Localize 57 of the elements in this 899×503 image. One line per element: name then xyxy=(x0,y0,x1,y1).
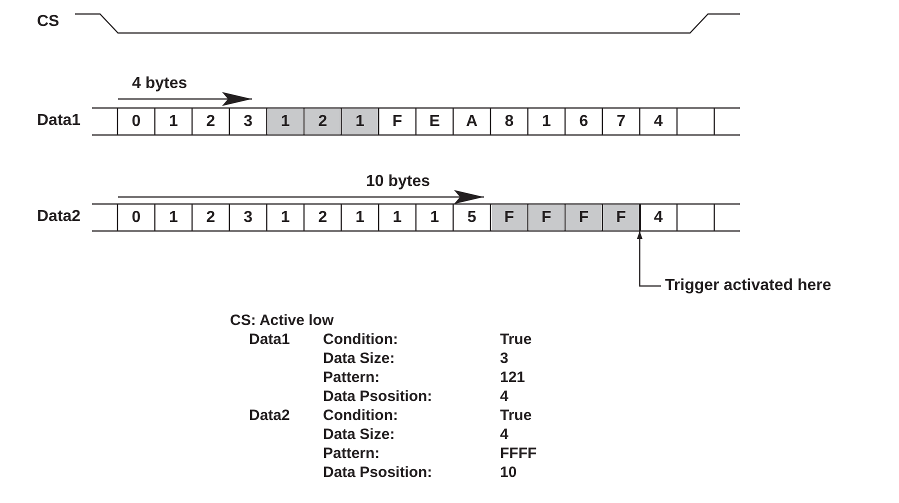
matched-byte-cell: F xyxy=(603,205,639,230)
byte-value: A xyxy=(465,112,479,132)
condition-text: Data1 xyxy=(249,332,290,347)
condition-text: Data2 xyxy=(249,408,290,423)
byte-value: 4 xyxy=(652,208,664,228)
condition-text: 121 xyxy=(500,370,526,385)
byte-value: 0 xyxy=(130,112,142,132)
condition-text: Data Size: xyxy=(323,351,395,366)
signal-name: Data1 xyxy=(37,113,81,129)
byte-value: 8 xyxy=(504,112,515,132)
matched-byte-cell: F xyxy=(566,205,602,230)
condition-text: Data Size: xyxy=(323,427,395,442)
byte-value: 2 xyxy=(205,208,216,228)
byte-value: 2 xyxy=(317,208,328,228)
condition-text: Condition: xyxy=(323,332,398,347)
byte-value: 1 xyxy=(168,112,179,132)
condition-text: 3 xyxy=(500,351,508,366)
matched-byte-cell: 1 xyxy=(268,109,303,134)
condition-text: 10 xyxy=(500,465,517,480)
byte-value: 1 xyxy=(392,208,403,228)
byte-value: 1 xyxy=(280,208,291,228)
byte-value: 3 xyxy=(242,112,254,132)
condition-text: FFFF xyxy=(500,446,537,461)
byte-value: F xyxy=(391,112,404,132)
condition-text: CS: Active low xyxy=(230,313,334,328)
leader-line xyxy=(636,231,661,287)
byte-value: 1 xyxy=(540,112,552,132)
byte-count-label: 10 bytes xyxy=(366,174,430,190)
byte-value: 1 xyxy=(429,208,440,228)
annotation-text: Trigger activated here xyxy=(665,278,832,294)
byte-value: 7 xyxy=(616,112,626,132)
matched-byte-cell: 1 xyxy=(342,109,378,134)
matched-byte-cell: 2 xyxy=(305,109,340,134)
condition-text: Pattern: xyxy=(323,370,380,385)
signal-name: Data2 xyxy=(37,209,81,225)
byte-value: 1 xyxy=(354,208,366,228)
condition-text: Pattern: xyxy=(323,446,380,461)
condition-text: True xyxy=(500,332,532,347)
condition-text: Condition: xyxy=(323,408,398,423)
byte-value: 6 xyxy=(578,112,590,132)
byte-boundary xyxy=(638,204,641,231)
byte-value: 4 xyxy=(652,112,664,132)
condition-text: True xyxy=(500,408,532,423)
condition-text: Data Psosition: xyxy=(323,465,432,480)
condition-text: Data Psosition: xyxy=(323,389,432,404)
condition-text: 4 xyxy=(500,389,508,404)
byte-value: 1 xyxy=(168,208,179,228)
signal-name: CS xyxy=(37,14,60,30)
byte-value: E xyxy=(428,112,441,132)
byte-value: 0 xyxy=(130,208,142,228)
byte-value: 2 xyxy=(205,112,216,132)
matched-byte-cell: F xyxy=(492,205,527,230)
condition-text: 4 xyxy=(500,427,508,442)
matched-byte-cell: F xyxy=(528,205,564,230)
byte-value: 3 xyxy=(242,208,254,228)
byte-count-label: 4 bytes xyxy=(132,76,188,92)
byte-value: 5 xyxy=(466,208,478,228)
